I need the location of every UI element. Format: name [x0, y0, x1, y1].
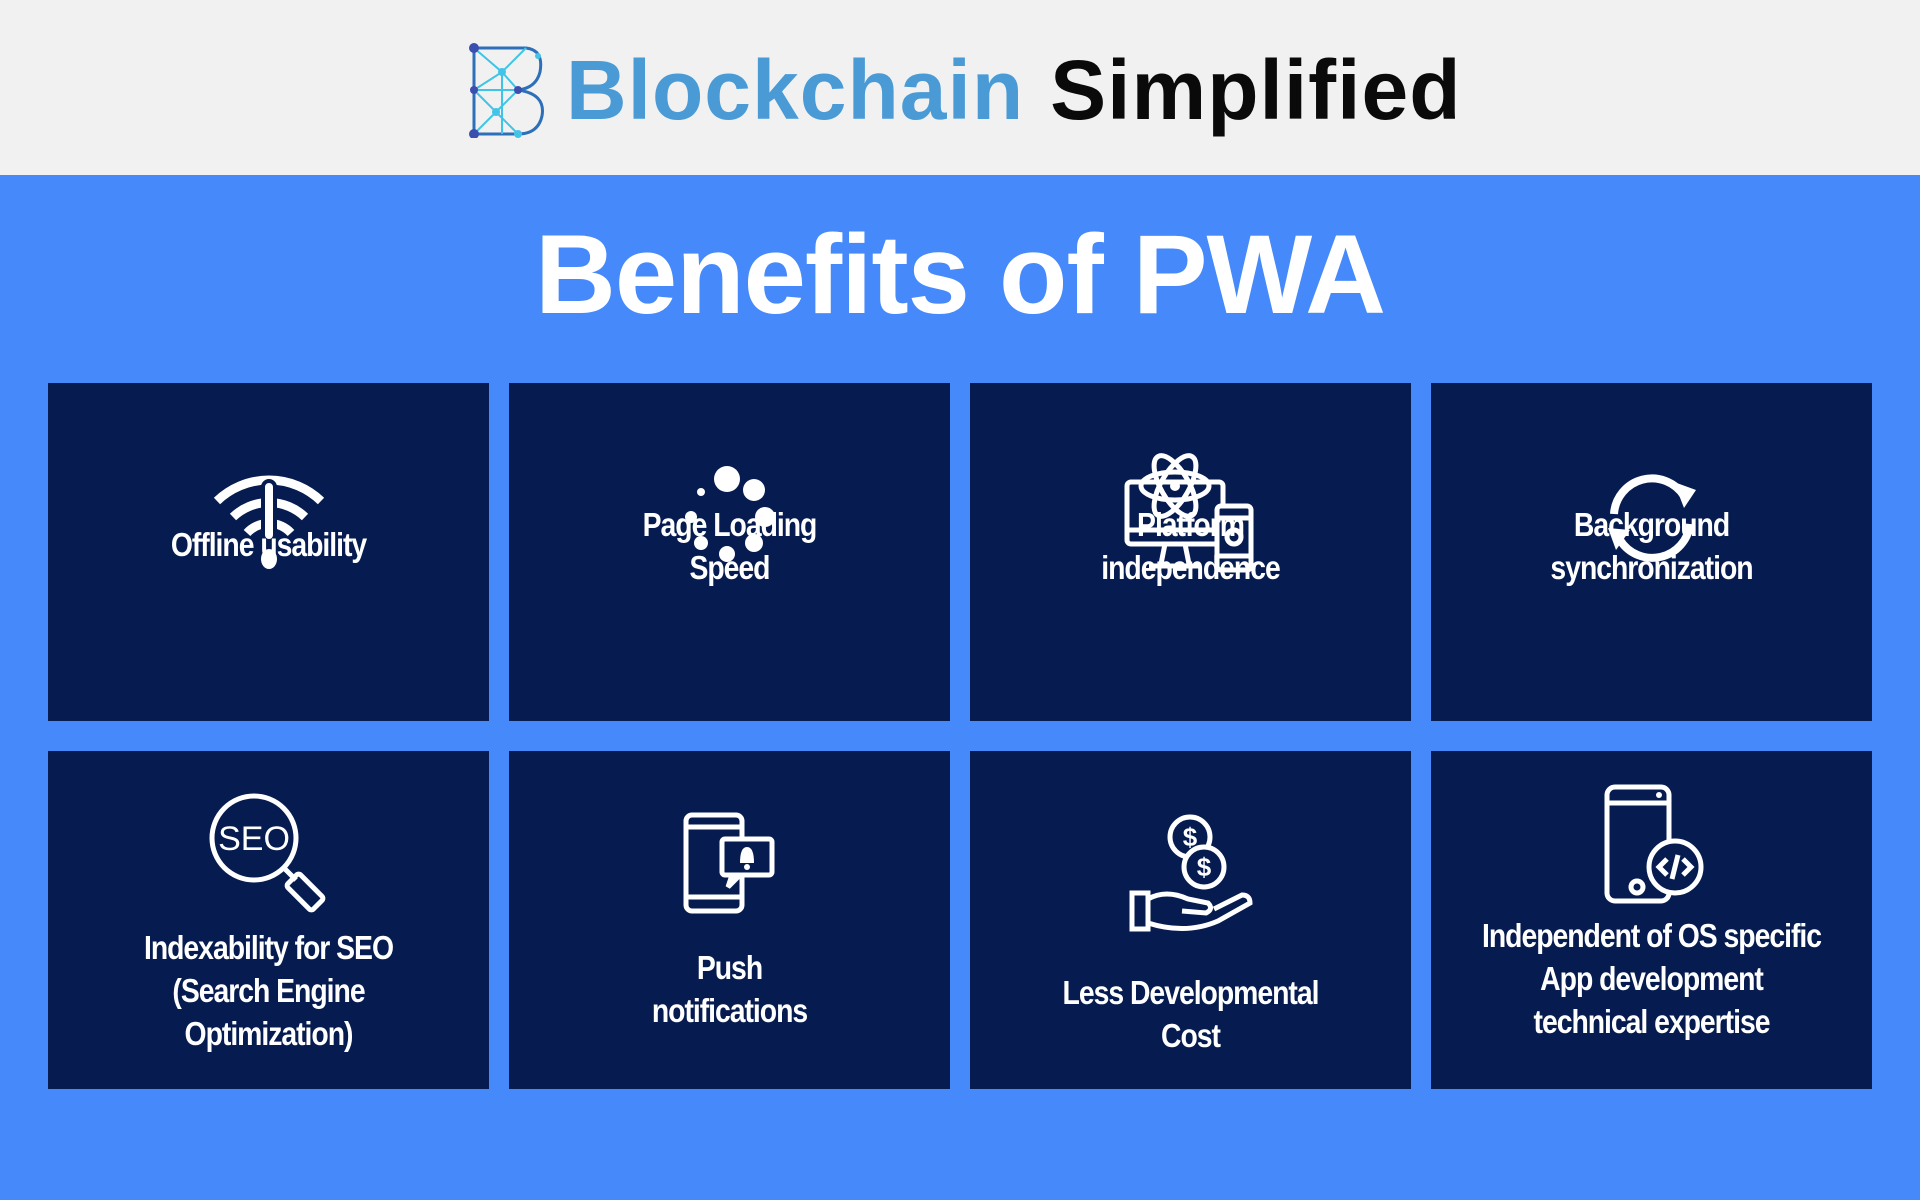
benefit-card-offline: Offline usability: [48, 383, 489, 721]
multi-device-icon: [1124, 453, 1253, 573]
label-line: notifications: [651, 992, 808, 1029]
blockchain-logo-icon: [469, 43, 544, 138]
benefit-card-push: Push notifications: [509, 751, 950, 1089]
benefit-label: Less Developmental Cost: [1001, 971, 1380, 1057]
seo-magnifier-icon: SEO: [209, 793, 325, 913]
benefit-card-seo: SEO Indexability for SEO (Search Engine …: [48, 751, 489, 1089]
label-line: Background: [1573, 506, 1730, 543]
benefit-label: Page Loading Speed: [540, 503, 919, 589]
svg-text:SEO: SEO: [218, 820, 290, 858]
svg-text:$: $: [1182, 822, 1197, 852]
sync-icon: [1607, 474, 1696, 562]
label-line: independence: [1101, 549, 1280, 586]
label-line: Offline usability: [170, 526, 367, 563]
benefit-label: Push notifications: [540, 946, 919, 1032]
label-line: Indexability for SEO: [143, 929, 394, 966]
brand-name-simplified: Simplified: [1050, 42, 1462, 137]
label-line: Push: [696, 949, 763, 986]
loading-spinner-icon: [684, 466, 775, 562]
benefit-card-platform: Platform independence: [970, 383, 1411, 721]
brand-logo: Blockchain Simplified: [468, 40, 1462, 140]
benefit-label: Background synchronization: [1462, 503, 1841, 589]
header: Blockchain Simplified: [0, 0, 1920, 175]
label-line: Independent of OS specific: [1481, 917, 1822, 954]
label-line: technical expertise: [1533, 1003, 1771, 1040]
benefit-label: Independent of OS specific App developme…: [1462, 914, 1841, 1043]
label-line: Cost: [1161, 1017, 1221, 1054]
brand-name-blockchain: Blockchain: [566, 42, 1025, 137]
svg-text:$: $: [1196, 852, 1211, 882]
label-line: Speed: [689, 549, 770, 586]
benefit-label: Offline usability: [79, 523, 458, 566]
page-title: Benefits of PWA: [535, 212, 1386, 337]
label-line: (Search Engine: [172, 972, 365, 1009]
hand-coins-icon: $ $: [1129, 814, 1253, 932]
benefit-label: Indexability for SEO (Search Engine Opti…: [79, 926, 458, 1055]
phone-notification-icon: [683, 812, 774, 914]
benefit-card-background-sync: Background synchronization: [1431, 383, 1872, 721]
label-line: App development: [1540, 960, 1764, 997]
wifi-alert-icon: [213, 475, 324, 569]
label-line: Platform: [1137, 506, 1245, 543]
label-line: Page Loading: [642, 506, 818, 543]
benefit-label: Platform independence: [1001, 503, 1380, 589]
label-line: Less Developmental: [1062, 974, 1320, 1011]
benefit-card-page-loading: Page Loading Speed: [509, 383, 950, 721]
phone-code-icon: [1604, 784, 1703, 904]
label-line: Optimization): [184, 1015, 354, 1052]
label-line: synchronization: [1550, 549, 1753, 586]
benefit-card-cost: $ $ Less Developmental Cost: [970, 751, 1411, 1089]
benefit-card-os-independent: Independent of OS specific App developme…: [1431, 751, 1872, 1089]
